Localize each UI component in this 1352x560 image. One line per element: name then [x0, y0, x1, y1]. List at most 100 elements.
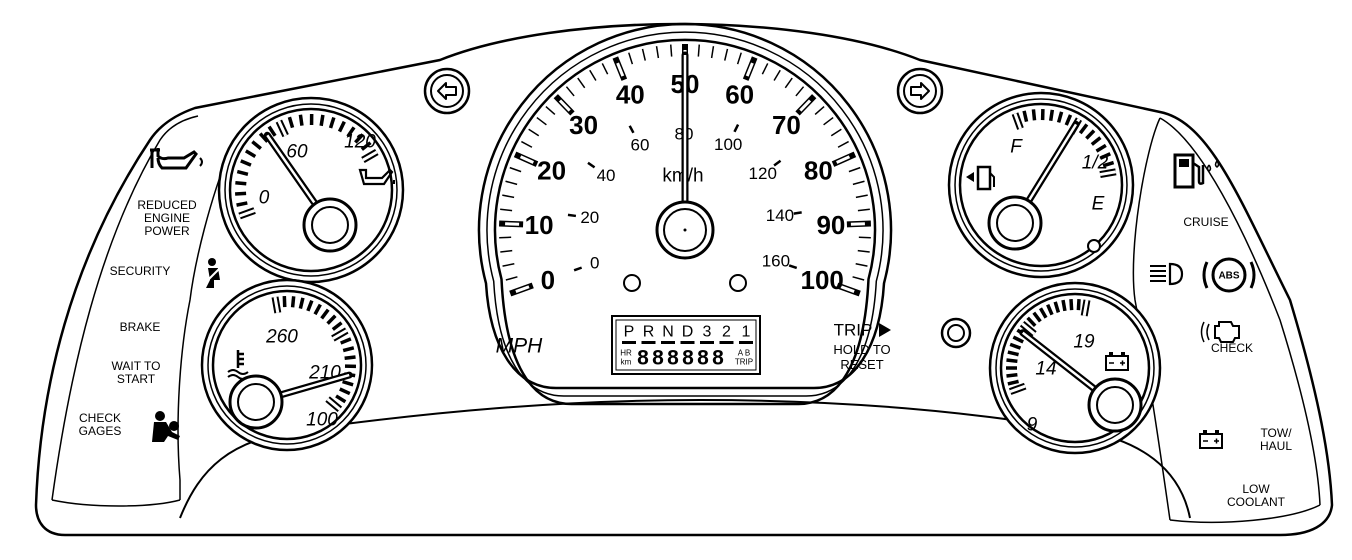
prndl-gear-letter: R — [643, 324, 655, 341]
mph-major-tick-inlay — [799, 99, 812, 112]
headlamp-icon — [1150, 262, 1184, 286]
battery-signs — [1109, 360, 1125, 366]
prndl-indicator-bar — [719, 341, 734, 344]
engine-temp-gauge-minor-tick — [344, 355, 356, 361]
engine-temp-gauge-hub-inner — [237, 383, 275, 421]
engine-temp-gauge-minor-tick — [298, 297, 305, 309]
mph-minor-tick — [855, 194, 868, 199]
fuel-pump-window — [1179, 159, 1189, 167]
odometer-digit: 8 — [637, 347, 649, 370]
speedometer-hub-dot — [683, 228, 687, 232]
voltmeter-gauge-label: 9 — [1027, 415, 1038, 436]
fuel-gauge-minor-tick — [1085, 129, 1096, 140]
oil-pressure-gauge-minor-tick — [319, 114, 325, 127]
mph-minor-tick — [823, 116, 834, 126]
reduced-engine-power-label: REDUCED ENGINE POWER — [137, 198, 197, 238]
mph-minor-tick — [773, 69, 781, 81]
odometer-digit: 8 — [712, 347, 724, 370]
trip-button-label: TRIP — [834, 321, 873, 340]
mph-minor-tick — [545, 105, 556, 116]
mph-minor-tick — [669, 44, 673, 57]
voltmeter-gauge-hub-inner — [1096, 386, 1134, 424]
oil-pressure-gauge-minor-tick — [258, 132, 269, 143]
engine-temp-gauge-minor-tick — [326, 314, 337, 325]
battery-terminal — [1203, 430, 1207, 434]
oil-pressure-gauge-minor-tick — [287, 116, 295, 129]
mph-minor-tick — [830, 128, 842, 137]
oil-pressure-gauge-minor-tick — [236, 169, 249, 176]
fuel-gauge-major-tick-inlay — [1099, 170, 1117, 177]
oil-pressure-gauge-major-tick-inlay — [362, 150, 378, 162]
voltmeter-gauge-minor-tick — [1026, 316, 1037, 328]
engine-temp-gauge-major-tick-inlay — [332, 329, 348, 340]
fuel-gauge-label: E — [1092, 194, 1105, 215]
mph-minor-tick — [697, 44, 701, 57]
kmh-tick-label: 40 — [597, 166, 616, 185]
kmh-tick-label: 60 — [631, 136, 650, 155]
kmh-tick — [793, 211, 802, 215]
gauges: 0102030405060708090100020406080100120140… — [200, 22, 1162, 455]
engine-temp-gauge-minor-tick — [320, 308, 330, 320]
mph-tick-label: 100 — [800, 265, 843, 295]
details: ABS — [150, 67, 1256, 449]
security-label: SECURITY — [109, 264, 171, 278]
fuel-gauge: F1/2E — [947, 91, 1135, 279]
fuel-gauge-hub-inner — [996, 204, 1034, 242]
mph-minor-tick — [628, 52, 634, 65]
odometer-hr-label: HR — [620, 349, 632, 358]
oil-pressure-gauge-label: 120 — [344, 132, 376, 153]
mph-minor-tick — [500, 208, 513, 212]
fuel-gauge-minor-tick — [1048, 109, 1055, 121]
seatbelt-icon — [203, 258, 221, 288]
kmh-tick — [788, 264, 798, 270]
mph-minor-tick — [848, 166, 861, 173]
mph-minor-tick — [855, 263, 868, 267]
airbag-icon — [152, 411, 180, 442]
engine-temp-gauge-minor-tick — [342, 346, 355, 353]
check-engine-waves — [1200, 321, 1210, 343]
kmh-tick — [628, 125, 635, 134]
left-panel-border — [51, 115, 199, 501]
check-engine-icon — [1200, 321, 1240, 343]
prndl-gear-letter: D — [682, 324, 694, 341]
oil-pressure-gauge-minor-tick — [267, 125, 277, 137]
speedometer: 0102030405060708090100020406080100120140… — [477, 22, 893, 406]
fuel-gauge-minor-tick — [1031, 109, 1037, 121]
voltmeter-gauge-minor-tick — [1007, 379, 1019, 386]
engine-temp-gauge-minor-tick — [339, 387, 351, 396]
voltmeter-gauge-minor-tick — [1006, 372, 1018, 378]
prndl-gear-letter: P — [624, 324, 635, 341]
mph-minor-tick — [536, 116, 547, 126]
mph-tick-label: 10 — [525, 210, 554, 240]
tow-haul-label: TOW/ HAUL — [1259, 426, 1293, 453]
check-label: CHECK — [1210, 341, 1254, 355]
voltmeter-gauge-ring — [999, 292, 1151, 444]
voltmeter-gauge-major-tick-inlay — [1009, 384, 1026, 394]
voltmeter-gauge-major-tick-inlay — [1082, 299, 1089, 317]
trip-reset-button-core[interactable] — [947, 324, 965, 342]
coolant-temp-icon — [227, 350, 249, 380]
right-turn-signal-icon-arrow — [910, 82, 930, 100]
left-panel-bottom — [51, 499, 181, 507]
oil-pressure-gauge-minor-tick — [251, 140, 262, 151]
fuel-door-arrow — [966, 172, 974, 182]
oil-pressure-gauge-minor-tick — [337, 120, 346, 133]
fuel-gauge-label: 1/2 — [1082, 153, 1109, 174]
mph-minor-tick — [852, 276, 865, 281]
oil-pressure-gauge-minor-tick — [235, 191, 247, 196]
mph-tick-label: 70 — [772, 110, 801, 140]
kmh-tick — [773, 159, 782, 167]
fuel-gauge-minor-tick — [1056, 111, 1064, 123]
battery-terminal — [1215, 430, 1219, 434]
battery-terminal — [1109, 352, 1113, 356]
voltmeter-gauge-label: 19 — [1073, 332, 1095, 353]
kmh-tick-label: 0 — [590, 253, 599, 272]
oil-pressure-gauge-minor-tick — [240, 159, 252, 167]
mph-major-tick-inlay — [515, 285, 530, 293]
oil-pressure-gauge-ring — [217, 96, 405, 284]
airbag-head — [155, 411, 165, 421]
seatbelt-strap — [203, 267, 221, 285]
odometer-km-label: km — [621, 358, 632, 367]
